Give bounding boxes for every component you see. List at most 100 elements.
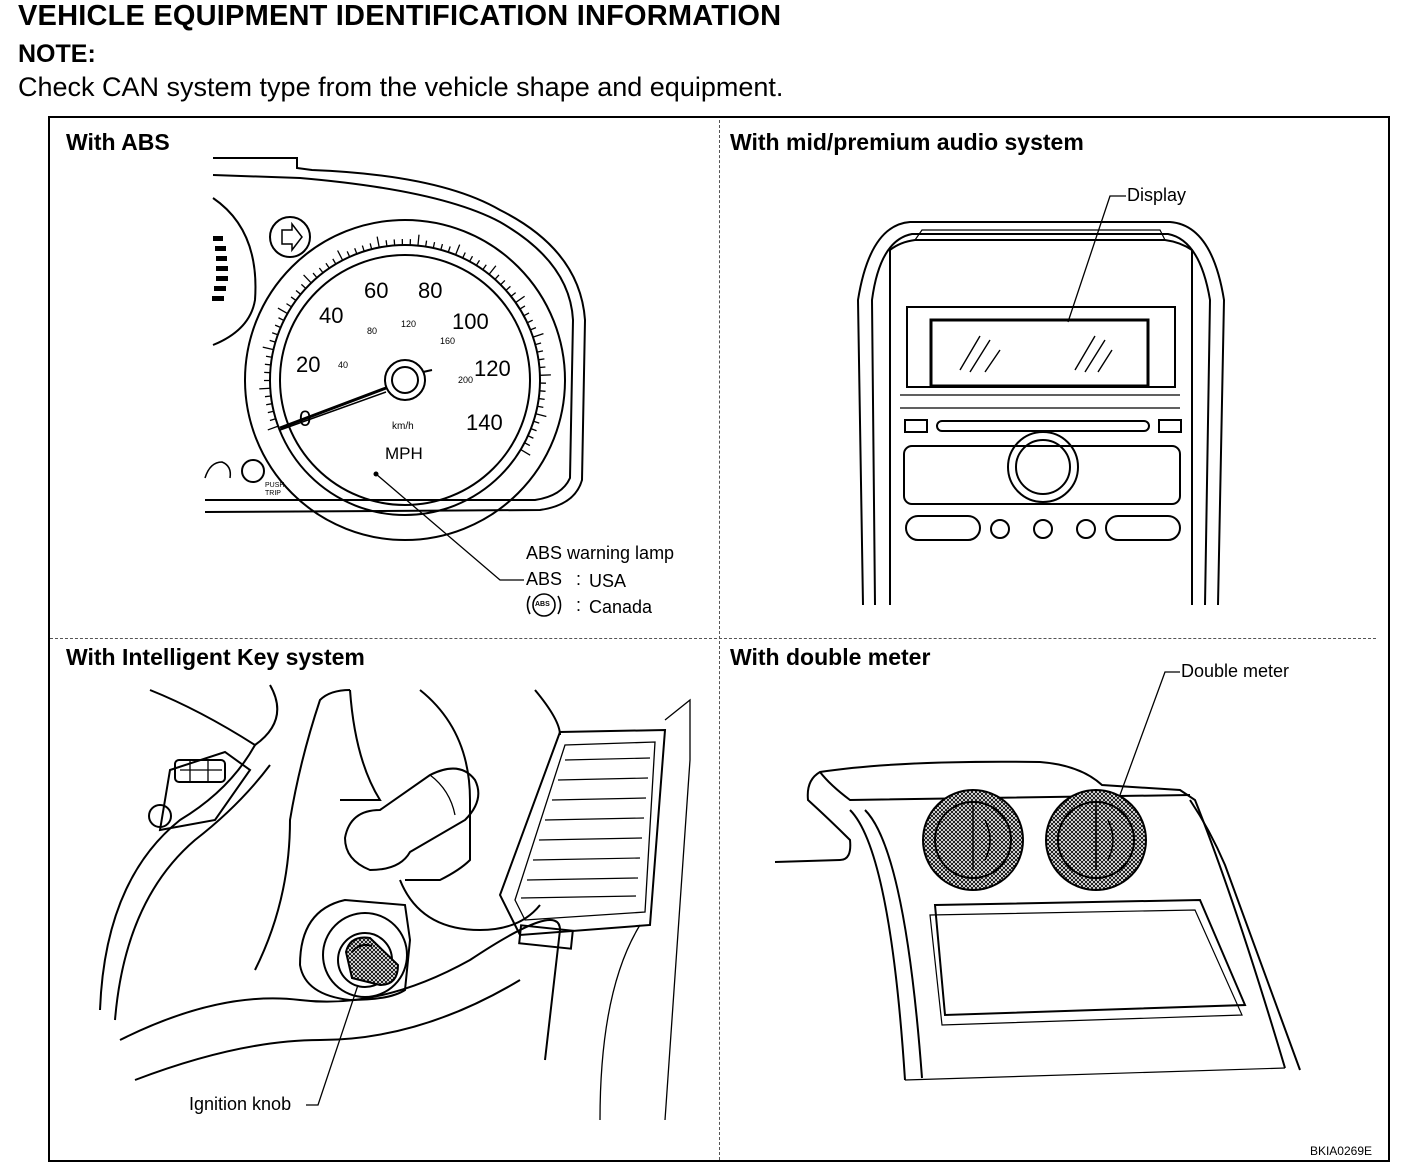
speed-tick-mark [538,358,545,361]
speed-tick-mark [266,403,273,406]
speed-tick-0: 0 [299,406,312,431]
speed-tick-mark [535,342,542,346]
speed-tick-mark [488,265,497,275]
speed-tick-mark [524,442,531,447]
speed-tick-mark [277,307,288,315]
speed-tick-mark [346,251,351,258]
speed-tick-mark [332,258,337,265]
panel-title-audio: With mid/premium audio system [730,129,1084,155]
push-trip-label: PUSH TRIP [265,482,285,497]
speed-tick-mark [361,245,365,252]
abs-warning-lamp-callout: ABS warning lamp [526,543,675,563]
speed-tick-mark [286,303,292,308]
speed-tick-mark [262,346,274,351]
speed-tick-mark [318,267,324,274]
speed-tick-mark [482,264,487,271]
speed-tick-mark [290,296,297,301]
speed-tick-60: 60 [364,278,389,303]
kmh-tick-120: 120 [401,319,417,329]
note-text: Check CAN system type from the vehicle s… [18,72,784,102]
speed-tick-mark [532,333,544,338]
kmh-unit: km/h [392,421,414,432]
speed-tick-mark [312,272,318,279]
speed-tick-mark [527,435,534,439]
kmh-tick-80: 80 [367,326,378,336]
note-label: NOTE: [18,40,96,68]
speed-tick-80: 80 [418,278,443,303]
speed-tick-mark [369,243,373,250]
speed-tick-mark [300,283,307,289]
speed-tick-mark [536,350,544,353]
speed-tick-mark [454,244,461,256]
panel-title-intelligent-key: With Intelligent Key system [66,644,365,670]
speed-tick-mark [269,339,276,343]
speed-tick-mark [417,234,420,246]
speed-tick-mark [264,395,272,398]
kmh-tick-160: 160 [440,336,456,346]
speed-tick-mark [523,312,530,317]
speed-tick-mark [432,241,436,249]
speed-tick-mark [519,305,526,310]
horizontal-divider [50,638,1376,639]
abs-canada-symbol: ABS [535,601,550,608]
double-meter-callout: Double meter [1181,661,1290,681]
vertical-divider [719,120,720,1160]
speed-tick-mark [425,240,428,247]
speed-tick-mark [337,250,344,261]
speed-tick-mark [440,243,444,251]
speed-tick-mark [325,262,330,269]
speed-tick-mark [520,448,531,456]
abs-usa-symbol: ABS [526,569,563,589]
speed-tick-mark [538,397,545,401]
speed-tick-mark [274,324,281,329]
ignition-knob-callout: Ignition knob [189,1094,292,1114]
mph-unit: MPH [385,444,423,463]
kmh-tick-40: 40 [338,360,349,370]
abs-canada-label: Canada [589,597,653,617]
speed-tick-mark [376,236,380,248]
speed-tick-mark [264,363,271,366]
abs-usa-sep: : [576,569,582,589]
speed-tick-mark [269,418,276,422]
speed-tick-mark [259,387,271,390]
speed-tick-mark [530,327,537,331]
abs-usa-label: USA [589,571,627,591]
kmh-tick-200: 200 [458,375,474,385]
speed-tick-100: 100 [452,309,489,334]
speed-tick-mark [515,295,525,304]
speed-tick-mark [303,274,312,284]
speed-tick-mark [475,259,481,266]
speed-tick-20: 20 [296,352,321,377]
speed-tick-mark [354,248,358,255]
panel-title-double-meter: With double meter [730,644,931,670]
speed-tick-mark [539,366,546,369]
figure-frame [48,116,1390,1162]
display-callout: Display [1127,185,1187,205]
speed-tick-mark [265,355,273,358]
speed-tick-120: 120 [474,356,511,381]
speed-tick-mark [530,427,537,432]
speed-tick-140: 140 [466,410,503,435]
abs-canada-sep: : [576,595,582,615]
speed-tick-mark [267,410,274,414]
figure-code: BKIA0269E [1309,1144,1372,1158]
speed-tick-mark [505,285,511,291]
speed-tick-mark [447,246,451,253]
speed-tick-mark [494,274,500,280]
speed-tick-mark [526,319,533,324]
panel-title-abs: With ABS [66,129,170,155]
speed-tick-mark [500,280,506,286]
speed-tick-mark [462,252,466,259]
speed-tick-mark [535,413,547,418]
speed-tick-mark [510,292,517,297]
speed-tick-mark [537,405,544,409]
speed-tick-mark [469,255,474,262]
speed-tick-mark [271,332,279,336]
speed-tick-mark [385,240,388,247]
speed-tick-mark [267,425,279,431]
speed-tick-mark [295,290,302,295]
